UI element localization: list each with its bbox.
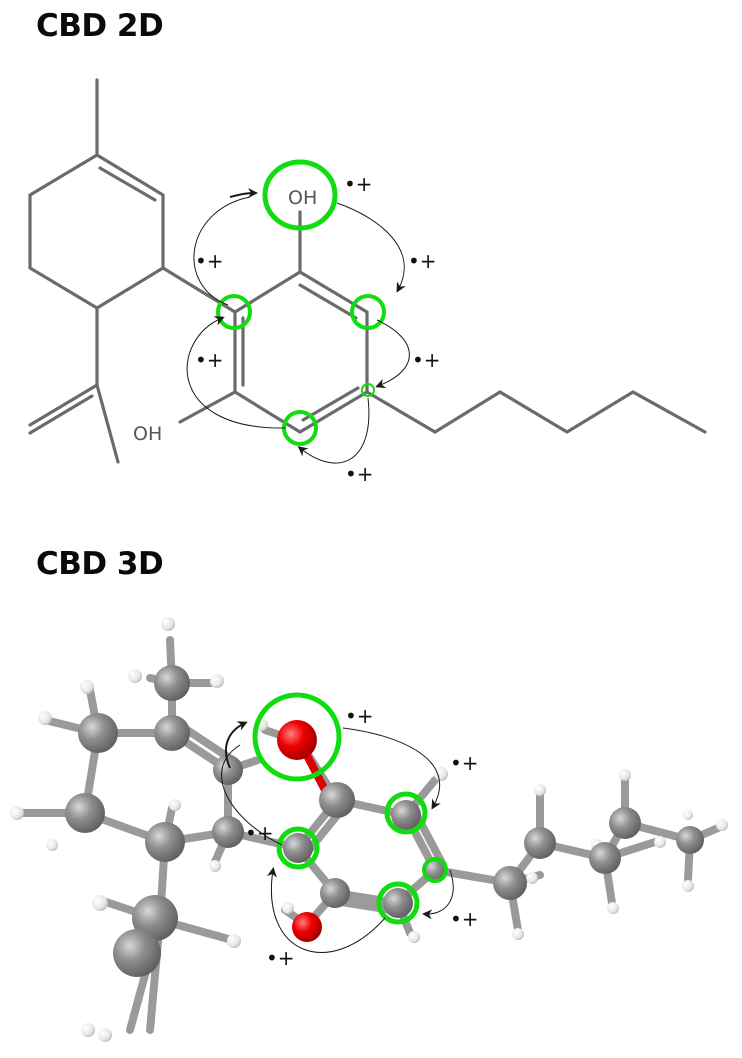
oxygen-atoms xyxy=(277,720,322,942)
radical-cation-labels: •+ •+ •+ •+ •+ •+ xyxy=(195,172,441,486)
panel-title-2d: CBD 2D xyxy=(36,8,164,44)
svg-text:•+: •+ xyxy=(266,946,295,970)
svg-text:•+: •+ xyxy=(408,249,437,273)
svg-text:•+: •+ xyxy=(195,249,224,273)
cbd-3d-model: •+ •+ •+ •+ •+ xyxy=(10,617,728,1042)
carbon-atoms xyxy=(65,665,704,977)
svg-text:•+: •+ xyxy=(195,348,224,372)
oh-label-bottom: OH xyxy=(133,423,162,445)
svg-text:•+: •+ xyxy=(344,172,373,196)
svg-text:•+: •+ xyxy=(450,907,479,931)
resonance-arrows-3d xyxy=(221,721,454,953)
hydrogen-atoms xyxy=(10,617,728,1042)
cbd-2d-structure: OH OH •+ •+ •+ •+ •+ •+ xyxy=(28,78,707,486)
svg-text:•+: •+ xyxy=(245,821,274,845)
svg-text:•+: •+ xyxy=(412,348,441,372)
skeletal-bonds xyxy=(28,78,707,464)
svg-text:•+: •+ xyxy=(450,751,479,775)
panel-title-3d: CBD 3D xyxy=(36,546,164,582)
oh-label-top: OH xyxy=(288,187,317,209)
resonance-arrows xyxy=(186,188,410,464)
radical-sites xyxy=(216,159,386,446)
svg-text:•+: •+ xyxy=(345,704,374,728)
radical-sites-3d xyxy=(252,692,448,925)
radical-cation-labels-3d: •+ •+ •+ •+ •+ xyxy=(245,704,479,970)
svg-text:•+: •+ xyxy=(345,462,374,486)
